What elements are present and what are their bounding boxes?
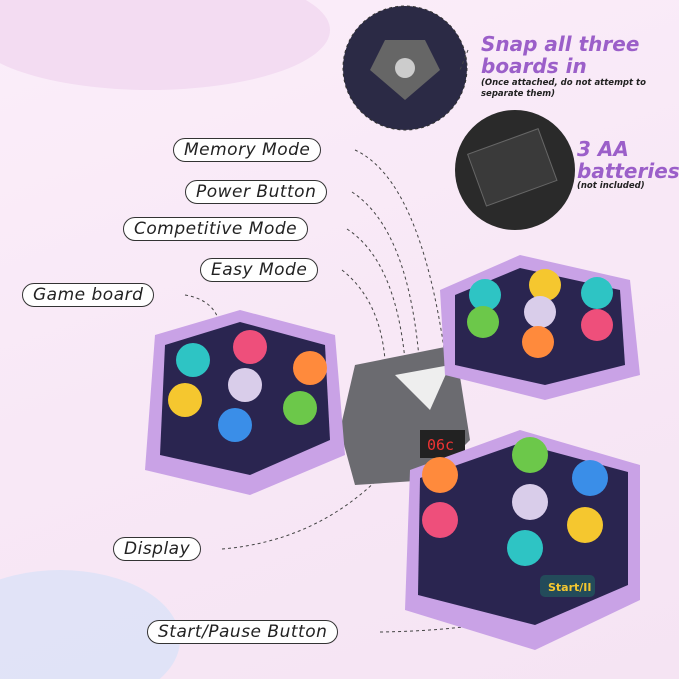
snap-title: Snap all three boards in [481, 32, 640, 78]
game-board-right [440, 255, 640, 400]
label-game-board: Game board [22, 283, 155, 307]
label-display: Display [113, 537, 202, 561]
label-easy-mode: Easy Mode [200, 258, 319, 282]
start-button-label: Start/II [548, 581, 592, 594]
display-reading: 06c [427, 436, 454, 454]
battery-title: 3 AA batteries [577, 137, 679, 183]
label-start-pause: Start/Pause Button [147, 620, 339, 644]
label-competitive-mode: Competitive Mode [123, 217, 309, 241]
snap-note: (Once attached, do not attempt to separa… [481, 78, 646, 99]
snap-boards-inset [342, 5, 468, 131]
game-board-bottom: Start/II [405, 430, 640, 650]
battery-inset [455, 110, 575, 230]
battery-note: (not included) [577, 181, 645, 191]
game-board-left [145, 310, 345, 495]
label-memory-mode: Memory Mode [173, 138, 322, 162]
label-power-button: Power Button [185, 180, 328, 204]
